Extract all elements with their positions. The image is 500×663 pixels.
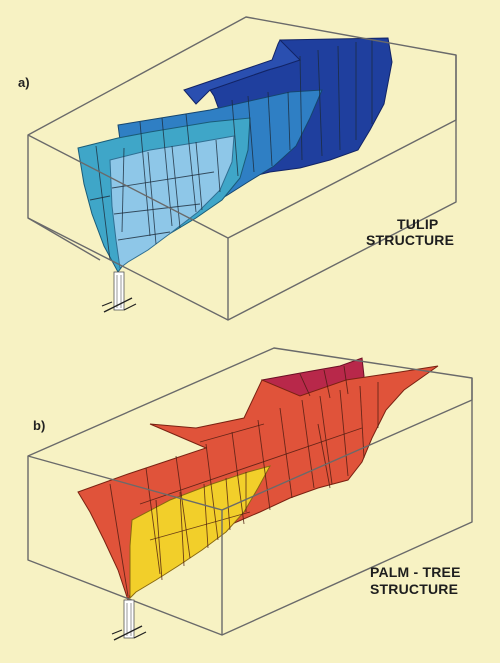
- panel-b-palm-tree: b) PALM - TREE STRUCTURE: [27, 347, 473, 641]
- palm-sheet-lines: [109, 365, 379, 597]
- tulip-back-upper-fold: [183, 39, 301, 105]
- palm-basement-fault: [111, 599, 147, 641]
- panel-b-caption-line2: STRUCTURE: [370, 581, 458, 597]
- panel-a-caption-line2: STRUCTURE: [366, 232, 454, 248]
- panel-b-caption-line1: PALM - TREE: [370, 564, 461, 580]
- panel-a-box-outline: [27, 16, 457, 321]
- panel-b-label: b): [33, 418, 45, 433]
- panel-a-caption-line1: TULIP: [397, 216, 438, 232]
- panel-a-label: a): [18, 75, 30, 90]
- palm-yellow-sheet: [129, 465, 272, 600]
- tulip-light-blue-sheet: [109, 135, 235, 269]
- tulip-basement-fault: [101, 271, 137, 313]
- panel-a-tulip: a) TULIP STRUCTURE: [18, 16, 457, 321]
- panel-b-box-outline: [27, 347, 473, 636]
